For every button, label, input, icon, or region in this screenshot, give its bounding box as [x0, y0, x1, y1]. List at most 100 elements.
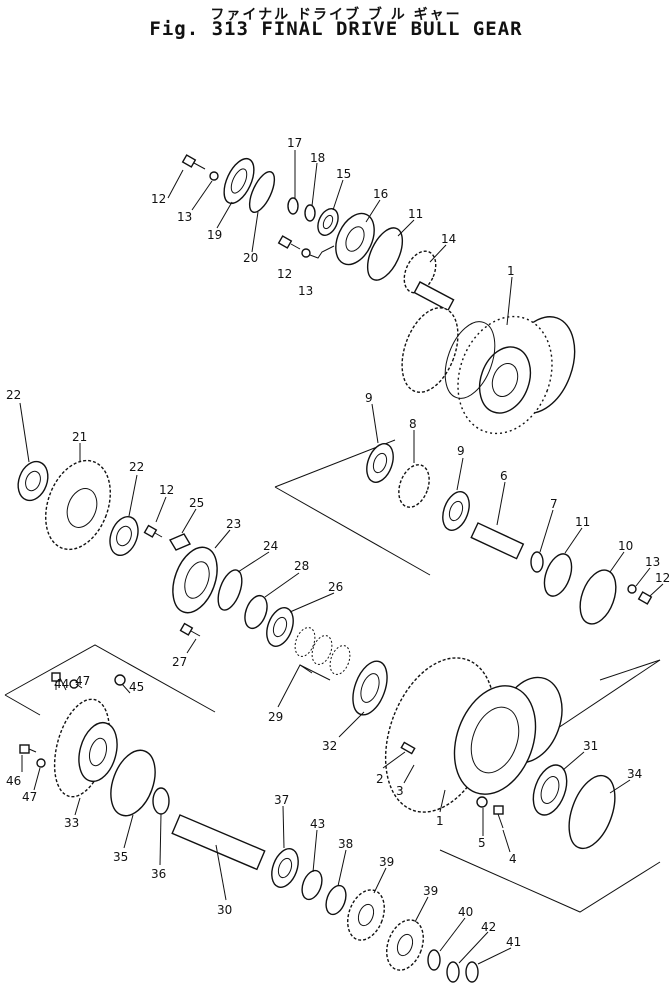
callout-21: 21	[72, 430, 87, 444]
callout-40: 40	[458, 905, 473, 919]
callout-24: 24	[263, 539, 278, 553]
bearing-22-left	[17, 460, 49, 502]
callout-29: 29	[268, 710, 283, 724]
callout-47: 47	[22, 790, 37, 804]
callout-13: 13	[645, 555, 660, 569]
callout-10: 10	[618, 539, 633, 553]
callout-39: 39	[379, 855, 394, 869]
housing-1-lower	[384, 657, 563, 813]
bolt-12-left	[143, 524, 163, 538]
callout-2: 2	[376, 772, 384, 786]
callout-36: 36	[151, 867, 166, 881]
bolt-4	[493, 805, 504, 829]
callout-45: 45	[129, 680, 144, 694]
callout-14: 14	[441, 232, 456, 246]
callout-32: 32	[322, 739, 337, 753]
bearing-15	[317, 208, 339, 236]
o-ring-11-top	[366, 227, 404, 281]
bolt-12-second	[277, 235, 301, 250]
shaft-6	[470, 522, 525, 560]
washer-13-second	[301, 248, 311, 258]
ring-41	[465, 961, 479, 983]
callout-43: 43	[310, 817, 325, 831]
callout-9: 9	[365, 391, 373, 405]
pin-2	[400, 741, 416, 755]
bearing-31	[532, 764, 568, 816]
bearing-9-right	[442, 491, 470, 531]
callout-39: 39	[423, 884, 438, 898]
callout-34: 34	[627, 767, 642, 781]
callout-3: 3	[396, 784, 404, 798]
gear-21	[45, 459, 111, 551]
ring-38	[325, 884, 347, 916]
ring-28	[244, 594, 268, 630]
callout-47: 47	[75, 674, 90, 688]
callout-11: 11	[408, 207, 423, 221]
callout-labels: 12 13 19 20 17 18 15 16 11 14 12 13 1 22…	[6, 136, 670, 949]
plate-25	[168, 533, 192, 551]
o-ring-11-mid	[543, 553, 573, 597]
ring-40	[427, 949, 441, 971]
bolt-27	[179, 622, 201, 637]
callout-12: 12	[159, 483, 174, 497]
washer-47-bottom	[36, 758, 46, 768]
bearing-22-right	[109, 515, 139, 557]
callout-1: 1	[436, 814, 444, 828]
callout-6: 6	[500, 469, 508, 483]
callout-1: 1	[507, 264, 515, 278]
housing-33	[53, 698, 118, 798]
leader-12-13-second	[309, 245, 335, 259]
cage-16	[335, 212, 375, 266]
callout-28: 28	[294, 559, 309, 573]
callout-37: 37	[274, 793, 289, 807]
shaft-30	[171, 814, 266, 871]
callout-5: 5	[478, 836, 486, 850]
washer-13-top	[209, 171, 219, 181]
callout-38: 38	[338, 837, 353, 851]
group-outline-lower-left	[4, 644, 216, 716]
callout-17: 17	[287, 136, 302, 150]
gear-39-a	[347, 889, 385, 941]
bolt-12-right	[637, 591, 653, 605]
gasket-20	[248, 171, 276, 213]
ring-18	[304, 204, 316, 222]
bearing-set-29	[294, 627, 351, 675]
bearing-9-left	[366, 443, 394, 483]
o-ring-34	[568, 774, 616, 850]
callout-35: 35	[113, 850, 128, 864]
callout-13: 13	[177, 210, 192, 224]
plug-45	[114, 674, 126, 686]
bolt-12-top	[181, 154, 206, 170]
bearing-32	[352, 660, 388, 716]
washer-13-right	[627, 584, 637, 594]
callout-20: 20	[243, 251, 258, 265]
callout-42: 42	[481, 920, 496, 934]
callout-15: 15	[336, 167, 351, 181]
callout-33: 33	[64, 816, 79, 830]
o-ring-24	[217, 569, 243, 611]
callout-12: 12	[277, 267, 292, 281]
bolt-46	[19, 744, 37, 754]
figure-title: Fig. 313 FINAL DRIVE BULL GEAR	[149, 18, 523, 40]
callout-19: 19	[207, 228, 222, 242]
bull-gear-hub-1-top	[401, 307, 576, 435]
snap-ring-7	[530, 551, 544, 573]
callout-22: 22	[6, 388, 21, 402]
leader-lines	[19, 150, 664, 965]
pinion-14	[403, 250, 455, 312]
callout-12: 12	[655, 571, 670, 585]
callout-11: 11	[575, 515, 590, 529]
ring-43	[301, 869, 323, 901]
cover-19	[223, 157, 255, 205]
callout-31: 31	[583, 739, 598, 753]
callout-7: 7	[550, 497, 558, 511]
callout-26: 26	[328, 580, 343, 594]
callout-30: 30	[217, 903, 232, 917]
callout-46: 46	[6, 774, 21, 788]
gear-8	[398, 464, 430, 508]
callout-23: 23	[226, 517, 241, 531]
bearing-26	[266, 607, 294, 647]
callout-16: 16	[373, 187, 388, 201]
ring-42	[446, 961, 460, 983]
